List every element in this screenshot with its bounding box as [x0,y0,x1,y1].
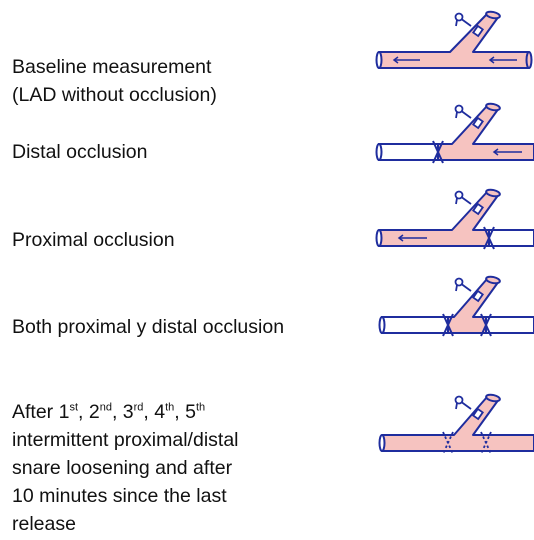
flow-probe-icon [454,190,485,216]
superscript: st [69,401,79,414]
label-text: , 3 [111,401,134,423]
vessel-body [447,278,500,334]
snare-occlusion-icon [483,226,495,250]
flow-probe-icon [454,395,485,421]
label-text: , 2 [78,401,100,423]
vessel [375,10,533,69]
vessel [375,188,534,247]
vessel [378,393,534,452]
flow-arrow [492,148,522,156]
branch-end [485,275,501,285]
label-baseline: Baseline measurement (LAD without occlus… [12,53,217,109]
superscript: rd [133,401,144,414]
flow-probe-icon [454,277,485,303]
vessel [375,102,534,161]
vessel-distal-end [525,51,533,69]
branch-end [485,10,501,20]
flow-probe-icon [454,104,485,130]
branch-end [485,188,501,198]
vessel-body [437,105,534,161]
vessel-body [381,396,534,452]
snare-occlusion-icon [442,313,454,337]
label-proximal-occlusion: Proximal occlusion [12,226,175,254]
vessel-body [378,191,500,247]
label-line: Baseline measurement [12,56,212,78]
label-text: After 1 [12,401,70,423]
loosened-snare-icon [480,431,492,455]
vessel-open-segment [378,143,439,161]
label-line: 10 minutes since the last [12,485,227,507]
label-line: intermittent proximal/distal [12,429,239,451]
label-line: snare loosening and after [12,457,233,479]
diagram-both-occlusion [378,275,534,337]
diagram-distal-occlusion [375,102,534,164]
flow-arrow [392,56,517,64]
label-line: (LAD without occlusion) [12,84,217,106]
vessel-open-segment [488,229,534,247]
label-line-first: After 1st, 2nd, 3rd, 4th, 5th [12,398,239,426]
vessel-proximal-end [378,316,386,334]
label-both-occlusion: Both proximal y distal occlusion [12,313,284,341]
flow-arrow [397,234,427,242]
snare-occlusion-icon [480,313,492,337]
vessel-proximal-end [375,51,383,69]
diagram-intermittent-release [378,393,534,455]
superscript: th [195,401,206,414]
vessel-body [378,13,530,69]
diagram-baseline [375,10,533,69]
loosened-snare-icon [442,431,454,455]
branch-end [485,102,501,112]
snare-occlusion-icon [432,140,444,164]
vessel-proximal-end [375,143,383,161]
label-line: release [12,513,76,535]
label-line: Both proximal y distal occlusion [12,316,285,338]
superscript: th [165,401,175,414]
superscript: nd [99,401,112,414]
label-intermittent-release: After 1st, 2nd, 3rd, 4th, 5th intermitte… [12,398,239,538]
vessel-proximal-end [375,229,383,247]
diagram-proximal-occlusion [375,188,534,250]
label-line: Distal occlusion [12,141,148,163]
branch-end [485,393,501,403]
label-text: , 4 [143,401,166,423]
vessel [378,275,534,334]
label-text: , 5 [174,401,196,423]
vessel-open-segment [381,316,449,334]
flow-probe-icon [454,12,485,38]
label-line: Proximal occlusion [12,229,175,251]
vessel-proximal-end [378,434,386,452]
label-distal-occlusion: Distal occlusion [12,138,147,166]
vessel-open-segment [485,316,534,334]
